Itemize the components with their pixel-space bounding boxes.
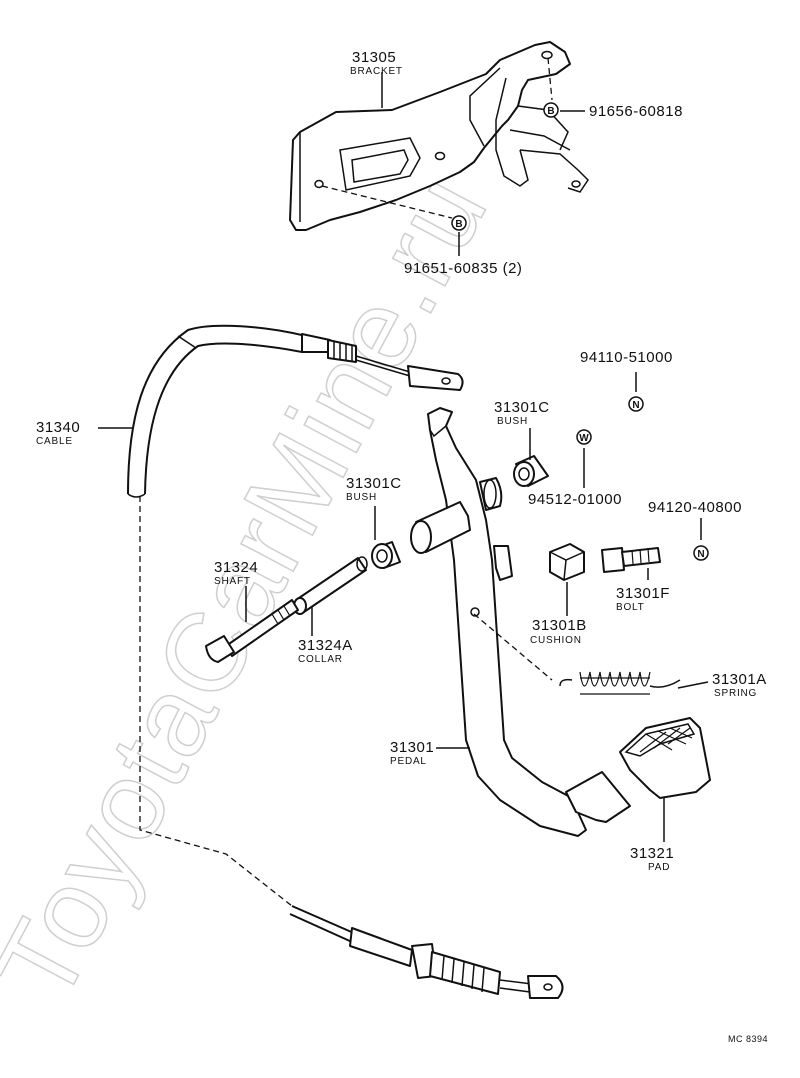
symbol-n-lower: N: [697, 549, 704, 560]
symbol-n-upper: N: [632, 400, 639, 411]
symbol-n-circle-lower: [693, 545, 709, 561]
cable-part: [127, 324, 464, 498]
label-31324a-name: COLLAR: [298, 654, 343, 665]
symbol-markers: B B N W N: [451, 102, 709, 561]
label-31340-name: CABLE: [36, 436, 73, 447]
label-31301a-number: 31301A: [712, 671, 767, 688]
bush-upper-part: [513, 455, 549, 487]
bush-lower-part: [371, 541, 401, 569]
label-31301b-number: 31301B: [532, 617, 587, 634]
cushion-part: [549, 543, 585, 581]
label-91656-60818: 91656-60818: [589, 103, 683, 120]
label-31324-name: SHAFT: [214, 576, 251, 587]
label-31301c-upper-name: BUSH: [497, 416, 528, 427]
symbol-n-circle-upper: [628, 396, 644, 412]
symbol-b-upper: B: [547, 106, 554, 117]
label-31321-number: 31321: [630, 845, 674, 862]
label-31301-name: PEDAL: [390, 756, 427, 767]
leader-lines: [98, 72, 709, 842]
callout-labels: 31305 BRACKET 91656-60818 91651-60835 (2…: [36, 49, 768, 1044]
label-31324-number: 31324: [214, 559, 258, 576]
symbol-b-circle-upper: [543, 102, 559, 118]
pad-part: [619, 717, 711, 799]
bracket-part: [289, 41, 589, 231]
label-91651-60835: 91651-60835 (2): [404, 260, 522, 277]
label-31301c-lower-name: BUSH: [346, 492, 377, 503]
symbol-b-lower: B: [455, 219, 462, 230]
spring-part: [559, 671, 681, 695]
label-31301b-name: CUSHION: [530, 635, 582, 646]
bolt-part: [601, 547, 661, 573]
label-31321-name: PAD: [648, 862, 670, 873]
label-31301a-name: SPRING: [714, 688, 757, 699]
symbol-b-circle-lower: [451, 215, 467, 231]
label-94120-40800: 94120-40800: [648, 499, 742, 516]
label-31301f-name: BOLT: [616, 602, 645, 613]
cable-lower-end: [289, 905, 564, 999]
label-94512-01000: 94512-01000: [528, 491, 622, 508]
symbol-w-circle: [576, 429, 592, 445]
label-31305-name: BRACKET: [350, 66, 403, 77]
label-31305-number: 31305: [352, 49, 396, 66]
watermark: ToyotaCarMine.ru: [0, 154, 511, 1021]
label-31301c-upper-number: 31301C: [494, 399, 550, 416]
shaft-part: [205, 599, 299, 663]
diagram-code: MC 8394: [728, 1034, 768, 1044]
label-31301f-number: 31301F: [616, 585, 670, 602]
pedal-part: [410, 407, 631, 837]
label-94110-51000: 94110-51000: [580, 349, 673, 366]
symbol-w: W: [579, 433, 589, 444]
dashed-connections: [139, 57, 553, 907]
label-31301c-lower-number: 31301C: [346, 475, 402, 492]
label-31340-number: 31340: [36, 419, 80, 436]
label-31324a-number: 31324A: [298, 637, 353, 654]
label-31301-number: 31301: [390, 739, 434, 756]
